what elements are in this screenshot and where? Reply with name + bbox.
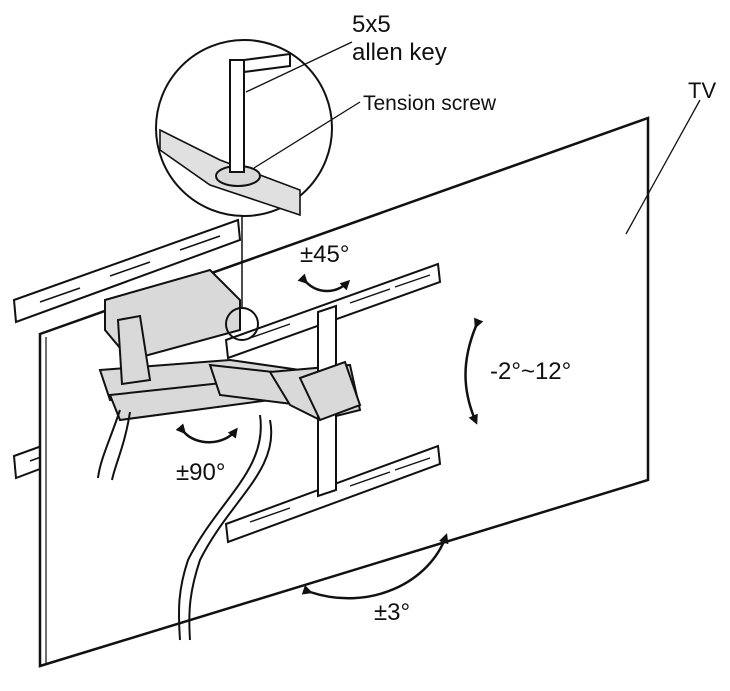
- allen-key-shaft: [229, 59, 245, 173]
- vesa-bracket: [224, 262, 442, 544]
- cables: [97, 409, 273, 641]
- swivel-45-label: ±45°: [300, 241, 349, 268]
- swivel-45-arrow: [297, 273, 351, 293]
- vesa-rail-bottom: [224, 444, 442, 544]
- tilt-head: [298, 360, 362, 422]
- allen-key-label-2: allen key: [352, 39, 447, 66]
- allen-key-leader: [245, 41, 353, 93]
- tension-screw-leader: [253, 101, 361, 169]
- level-arrow: [301, 533, 449, 600]
- magnified-detail: [155, 39, 333, 217]
- level-adjust-label: ±3°: [374, 599, 410, 626]
- tv-label: TV: [688, 78, 716, 103]
- swivel-90-label: ±90°: [176, 459, 225, 486]
- allen-key-handle: [243, 52, 291, 74]
- tv-leader: [625, 99, 701, 235]
- wall-rail-top: [12, 218, 242, 324]
- tilt-arrow: [464, 317, 484, 425]
- allen-key-label-1: 5x5: [352, 11, 391, 38]
- rotation-arrows: [175, 273, 484, 600]
- tilt-range-label: -2°~12°: [490, 358, 571, 385]
- swivel-90-arrow: [175, 423, 238, 444]
- tension-screw-label: Tension screw: [363, 92, 497, 115]
